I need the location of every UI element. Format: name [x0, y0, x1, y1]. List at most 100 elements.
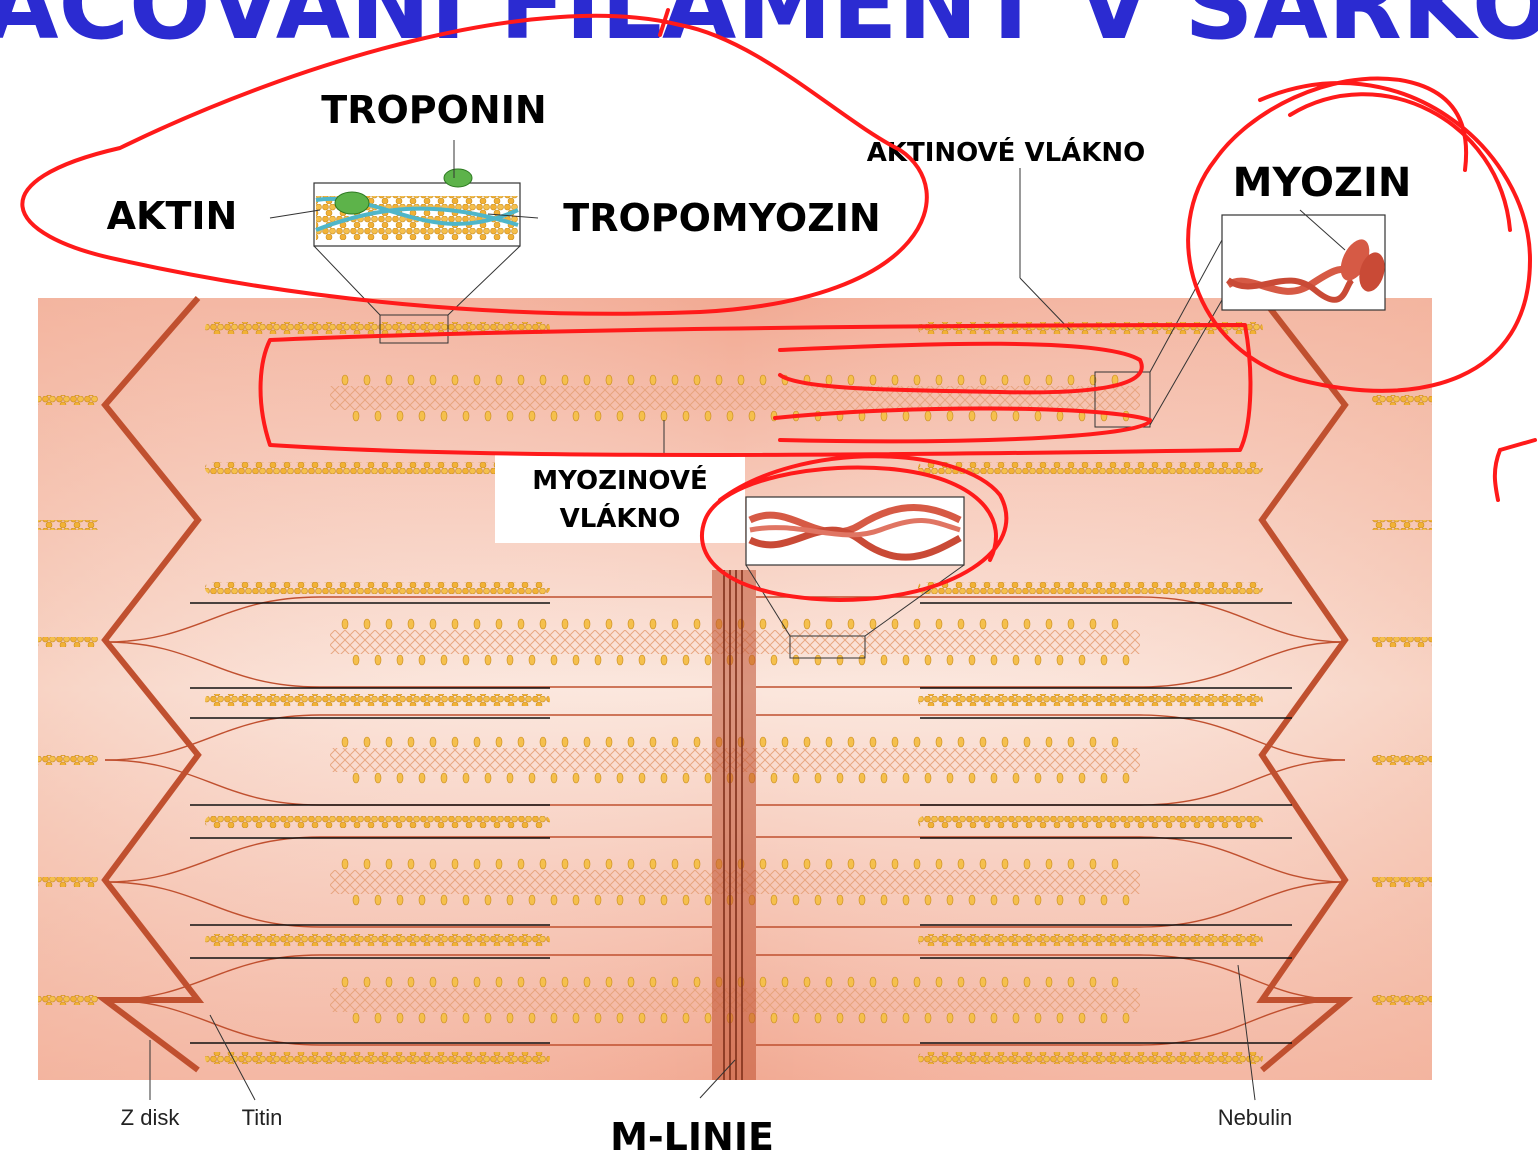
label-myozin: MYOZIN — [1233, 160, 1412, 206]
myosin-head — [573, 411, 579, 421]
myosin-head — [826, 619, 832, 629]
label-nebulin: Nebulin — [1218, 1105, 1293, 1130]
myosin-head — [463, 1013, 469, 1023]
actin-stub-left — [38, 995, 98, 1005]
label-troponin: TROPONIN — [321, 88, 546, 132]
actin-filament-left — [205, 582, 550, 594]
myosin-head — [1013, 655, 1019, 665]
myosin-head — [573, 1013, 579, 1023]
myosin-head — [1035, 655, 1041, 665]
myosin-head — [925, 773, 931, 783]
myosin-head — [793, 895, 799, 905]
myosin-head — [617, 411, 623, 421]
page-title: POKRAČOVÁNÍ FILAMENT V SARKOMEŘE — [0, 0, 1538, 61]
myosin-head — [947, 895, 953, 905]
myosin-head — [441, 773, 447, 783]
myosin-head — [771, 655, 777, 665]
myosin-head — [881, 655, 887, 665]
myosin-head — [606, 977, 612, 987]
myosin-head — [518, 737, 524, 747]
myosin-head — [364, 859, 370, 869]
myosin-head — [749, 411, 755, 421]
myosin-head — [650, 977, 656, 987]
myosin-head — [617, 773, 623, 783]
myosin-head — [980, 619, 986, 629]
myosin-head — [353, 655, 359, 665]
myosin-head — [606, 737, 612, 747]
myosin-head — [540, 375, 546, 385]
actin-filament-right — [918, 934, 1263, 946]
myosin-head — [936, 737, 942, 747]
myosin-head — [837, 1013, 843, 1023]
myosin-head — [705, 655, 711, 665]
myosin-head — [793, 1013, 799, 1023]
myosin-head — [1123, 655, 1129, 665]
myosin-head — [364, 375, 370, 385]
myosin-head — [408, 859, 414, 869]
myosin-head — [507, 895, 513, 905]
actin-stub-left — [38, 520, 98, 530]
myosin-head — [474, 375, 480, 385]
myosin-head — [782, 859, 788, 869]
myosin-head — [1101, 655, 1107, 665]
actin-stub-right — [1372, 755, 1432, 765]
myosin-head — [441, 895, 447, 905]
myosin-head — [496, 737, 502, 747]
myosin-head — [562, 375, 568, 385]
myosin-head — [551, 655, 557, 665]
myosin-head — [881, 411, 887, 421]
myosin-head — [408, 977, 414, 987]
myosin-head — [914, 619, 920, 629]
myosin-head — [925, 411, 931, 421]
myosin-head — [804, 737, 810, 747]
myosin-head — [1123, 773, 1129, 783]
myosin-head — [639, 773, 645, 783]
myosin-head — [1035, 411, 1041, 421]
myosin-head — [507, 773, 513, 783]
myosin-head — [969, 655, 975, 665]
myosin-head — [353, 1013, 359, 1023]
myosin-head — [639, 411, 645, 421]
myosin-head — [551, 773, 557, 783]
myosin-head — [1057, 1013, 1063, 1023]
myosin-head — [870, 619, 876, 629]
myosin-head — [529, 655, 535, 665]
myosin-head — [386, 859, 392, 869]
myosin-head — [771, 773, 777, 783]
myosin-head — [419, 655, 425, 665]
myosin-head — [892, 977, 898, 987]
myosin-head — [1112, 619, 1118, 629]
myosin-head — [980, 977, 986, 987]
myosin-head — [716, 375, 722, 385]
myosin-head — [419, 895, 425, 905]
myosin-head — [1013, 773, 1019, 783]
myosin-head — [540, 619, 546, 629]
actin-stub-right — [1372, 995, 1432, 1005]
myosin-head — [815, 655, 821, 665]
myosin-head — [650, 619, 656, 629]
myosin-head — [375, 773, 381, 783]
myosin-head — [1057, 895, 1063, 905]
myosin-head — [980, 375, 986, 385]
myosin-head — [485, 773, 491, 783]
myosin-head — [848, 977, 854, 987]
myosin-head — [386, 375, 392, 385]
myosin-head — [969, 895, 975, 905]
myosin-head — [1002, 619, 1008, 629]
actin-filament-left — [205, 816, 550, 828]
myosin-head — [496, 977, 502, 987]
myosin-thick-filament — [330, 386, 1140, 410]
myosin-head — [881, 895, 887, 905]
myosin-head — [364, 619, 370, 629]
myosin-head — [771, 895, 777, 905]
myosin-head — [1068, 375, 1074, 385]
myosin-head — [375, 411, 381, 421]
label-aktinove-vlakno: AKTINOVÉ VLÁKNO — [867, 136, 1146, 168]
myosin-head — [672, 859, 678, 869]
myosin-head — [1024, 619, 1030, 629]
myosin-head — [672, 977, 678, 987]
myosin-head — [452, 619, 458, 629]
myosin-head — [386, 619, 392, 629]
